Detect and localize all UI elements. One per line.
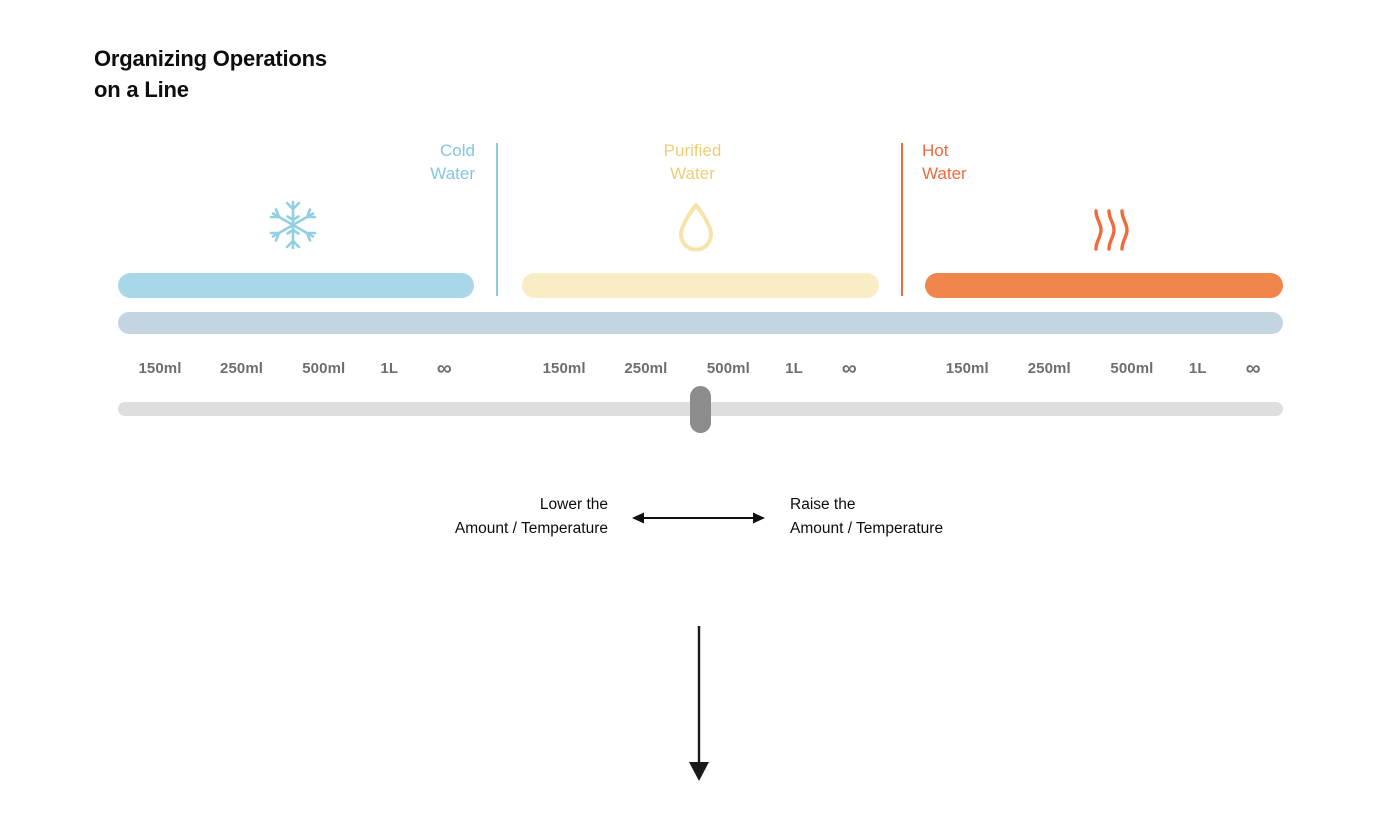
double-headed-horizontal-arrow-icon — [632, 508, 765, 533]
tick-label-cold-1[interactable]: 250ml — [220, 359, 264, 377]
tick-label-purified-3[interactable]: 1L — [785, 359, 803, 377]
tick-label-purified-2[interactable]: 500ml — [706, 359, 750, 377]
hint-raise-label: Raise the Amount / Temperature — [790, 496, 944, 538]
tick-label-cold-4[interactable]: ∞ — [436, 356, 452, 380]
tick-row-cold-water: 150ml 250ml 500ml 1L ∞ — [118, 356, 474, 380]
slider-handle[interactable] — [690, 386, 711, 433]
tick-label-hot-0[interactable]: 150ml — [945, 359, 989, 377]
tick-label-cold-3[interactable]: 1L — [380, 359, 399, 377]
snowflake-icon — [266, 198, 320, 257]
tick-label-hot-3[interactable]: 1L — [1188, 359, 1207, 377]
divider-cold-purified — [496, 143, 498, 296]
heat-waves-icon — [1088, 203, 1132, 258]
capacity-bar-hot-water[interactable] — [925, 273, 1283, 298]
combined-range-bar[interactable] — [118, 312, 1283, 334]
tick-label-hot-4[interactable]: ∞ — [1245, 356, 1261, 380]
tick-label-purified-0[interactable]: 150ml — [542, 359, 586, 377]
tick-label-cold-2[interactable]: 500ml — [302, 359, 346, 377]
tick-label-purified-1[interactable]: 250ml — [624, 359, 668, 377]
section-label-cold-water: Cold Water — [430, 141, 475, 184]
section-label-purified-water: Purified Water — [663, 141, 722, 184]
capacity-bar-cold-water[interactable] — [118, 273, 474, 298]
capacity-bar-purified-water[interactable] — [522, 273, 879, 298]
tick-label-hot-2[interactable]: 500ml — [1110, 359, 1154, 377]
water-droplet-icon — [676, 200, 716, 259]
tick-row-hot-water: 150ml 250ml 500ml 1L ∞ — [925, 356, 1283, 380]
tick-label-cold-0[interactable]: 150ml — [138, 359, 182, 377]
tick-label-purified-4[interactable]: ∞ — [841, 356, 857, 380]
section-label-hot-water: Hot Water — [922, 141, 967, 184]
down-arrow-icon — [683, 624, 715, 789]
hint-lower-label: Lower the Amount / Temperature — [454, 496, 608, 538]
divider-purified-hot — [901, 143, 903, 296]
tick-label-hot-1[interactable]: 250ml — [1027, 359, 1071, 377]
page-title: Organizing Operations on a Line — [94, 46, 327, 103]
tick-row-purified-water: 150ml 250ml 500ml 1L ∞ — [522, 356, 879, 380]
